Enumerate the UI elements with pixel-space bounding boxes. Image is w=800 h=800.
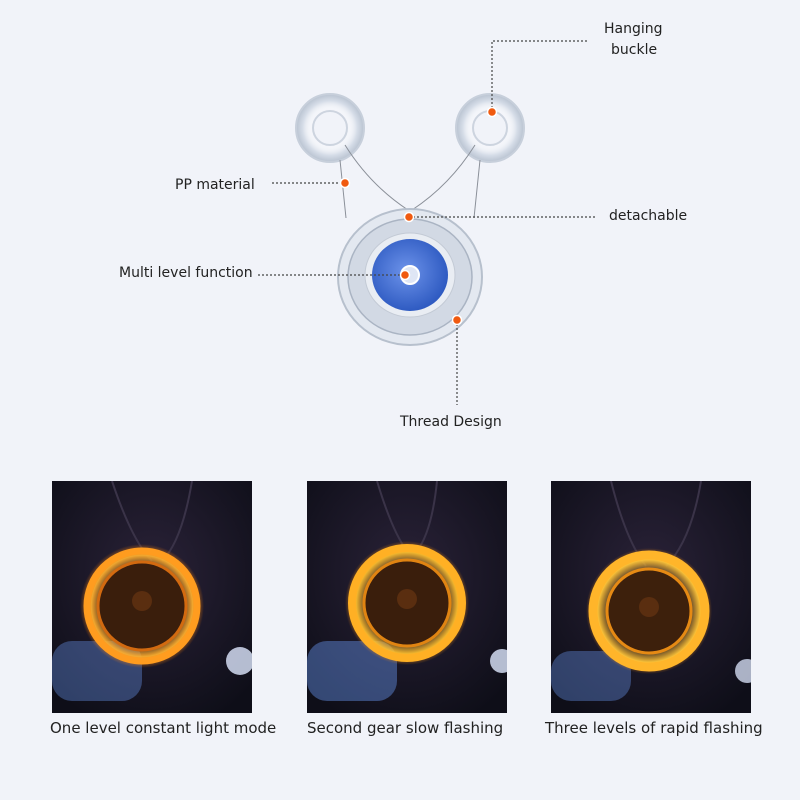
label-detachable: detachable xyxy=(609,208,688,224)
label-thread-design: Thread Design xyxy=(400,414,502,430)
marker-pp-material xyxy=(339,177,351,189)
right-hanging-hook xyxy=(455,93,525,163)
leader-lines xyxy=(258,40,596,405)
label-pp-material: PP material xyxy=(175,177,255,193)
label-multi-level-function: Multi level function xyxy=(119,265,253,281)
product-diagram xyxy=(258,40,596,405)
feature-markers xyxy=(339,106,498,326)
light-body xyxy=(337,208,483,346)
marker-thread-design xyxy=(451,314,463,326)
mode-photo-constant xyxy=(52,481,252,713)
label-hanging-buckle-line2: buckle xyxy=(611,42,658,58)
mode-photo-rapid-flash xyxy=(551,481,751,713)
left-hanging-hook xyxy=(295,93,365,163)
marker-detachable xyxy=(403,211,415,223)
hanging-strings xyxy=(339,144,481,219)
caption-mode-3: Three levels of rapid flashing xyxy=(545,719,763,737)
caption-mode-1: One level constant light mode xyxy=(50,719,277,737)
marker-hanging-buckle xyxy=(486,106,498,118)
label-hanging-buckle-line1: Hanging xyxy=(604,21,663,37)
caption-mode-2: Second gear slow flashing xyxy=(307,719,504,737)
marker-multi-level xyxy=(399,269,411,281)
mode-photo-slow-flash xyxy=(307,481,507,713)
